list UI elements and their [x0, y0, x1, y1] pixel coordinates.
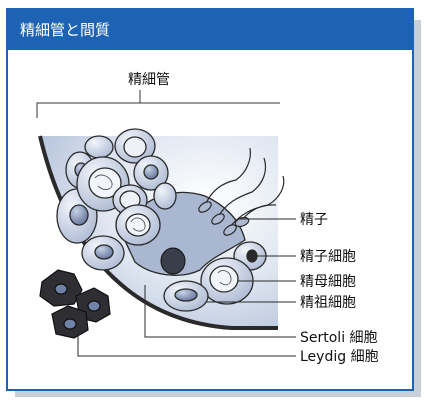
leydig-leader [77, 330, 296, 357]
spermatocyte-nucleus [88, 167, 122, 199]
tubule-label: 精細管 [128, 72, 170, 88]
primary-spermatocyte-label: 精母細胞 [300, 274, 356, 290]
sertoli-label: Sertoli 細胞 [300, 330, 378, 346]
germ-cell [84, 135, 114, 159]
germ-cell-nucleus [123, 136, 147, 158]
sperm-head [223, 224, 237, 236]
sperm-label: 精子 [300, 212, 328, 228]
chromatin [94, 174, 113, 190]
spermatocyte-nucleus [125, 213, 151, 237]
germ-cells [56, 128, 267, 312]
leydig-cells [39, 269, 111, 339]
sperm-cells [198, 147, 285, 236]
germ-cell-nucleus [69, 204, 89, 226]
basement-membrane [38, 135, 278, 330]
sertoli-leader [144, 285, 296, 338]
spermatogonium-nucleus [94, 244, 114, 260]
germ-cell-nucleus [143, 164, 159, 180]
title-bar: 精細管と間質 [8, 10, 412, 50]
sperm-head [198, 201, 212, 213]
spermatid-label: 精子細胞 [300, 249, 356, 265]
leydig-nucleus [63, 318, 77, 330]
spermatid-nucleus [246, 249, 258, 263]
sertoli-nucleus [160, 247, 186, 275]
sperm-head [211, 213, 225, 225]
sperm-tail [217, 157, 267, 218]
chromatin [217, 270, 232, 286]
germ-cell [153, 182, 177, 210]
spermatocyte-nucleus [209, 265, 239, 293]
spermatogonia-label: 精祖細胞 [300, 295, 356, 311]
leydig-nucleus [87, 300, 101, 312]
figure-title: 精細管と間質 [20, 21, 111, 39]
spermatogonium-nucleus [174, 288, 198, 302]
chromatin [130, 217, 146, 232]
leader-lines [77, 218, 296, 357]
leydig-label: Leydig 細胞 [300, 349, 379, 365]
sperm-head [234, 216, 250, 228]
sperm-tail [204, 147, 251, 206]
leydig-nucleus [54, 283, 68, 295]
tubule-bracket [36, 102, 280, 118]
